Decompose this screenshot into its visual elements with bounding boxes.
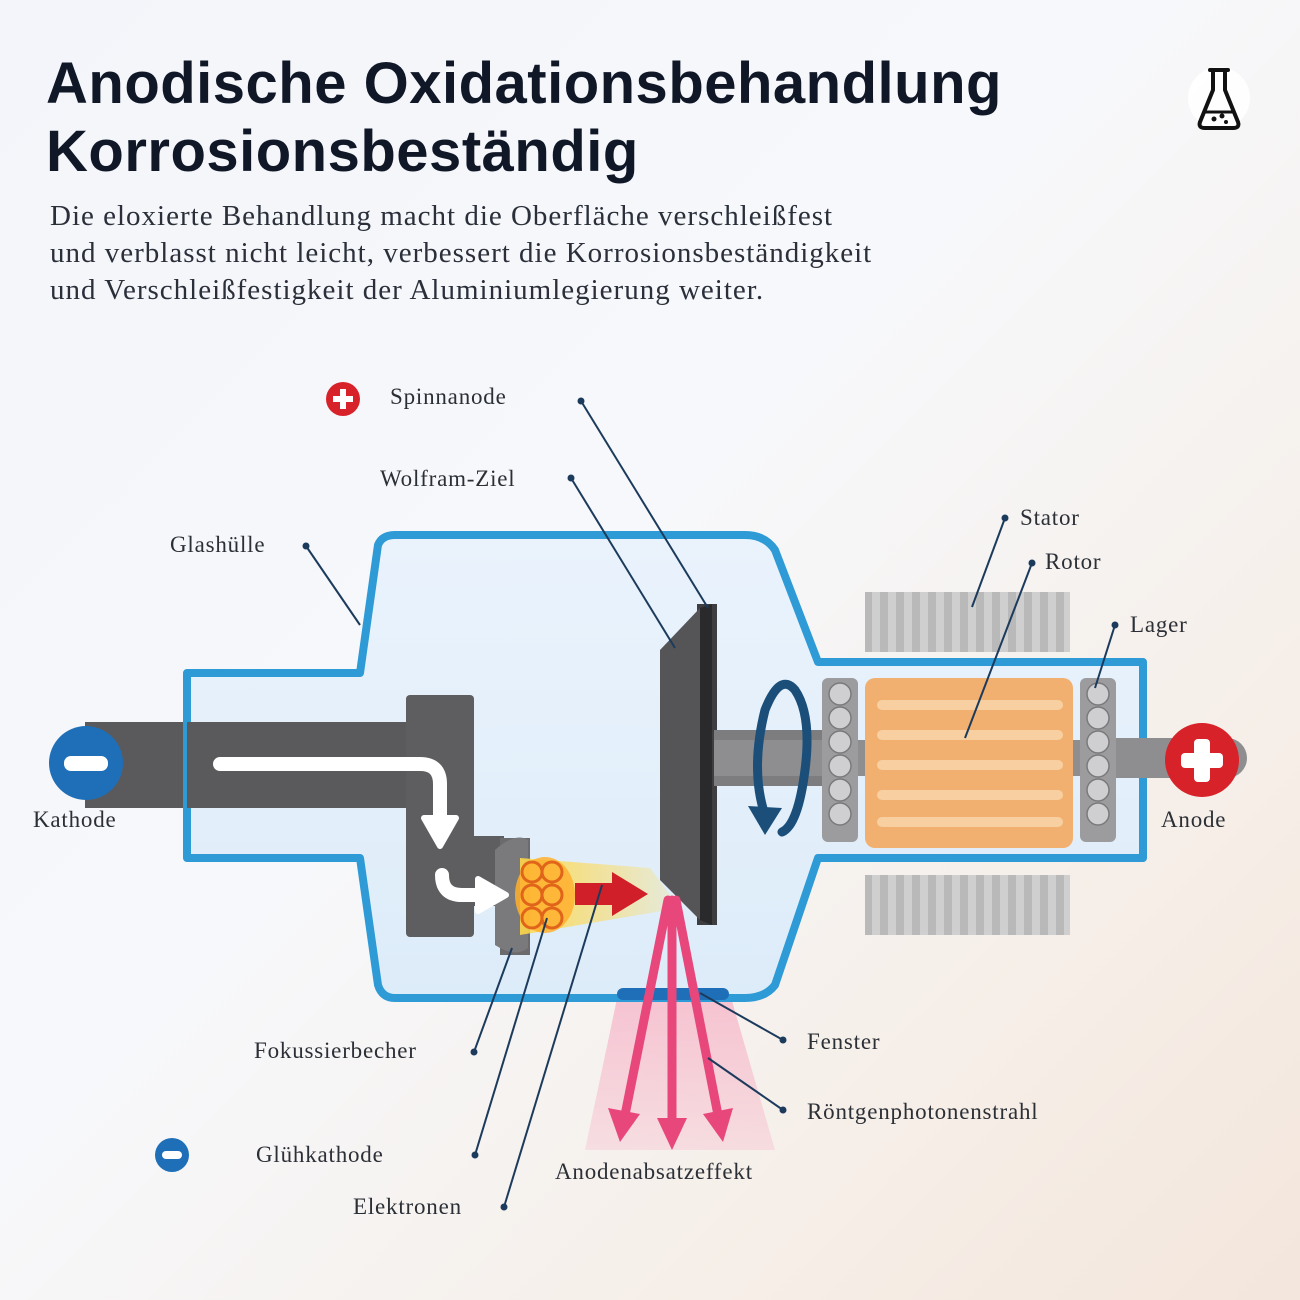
minus-icon [155, 1138, 189, 1172]
label-wolfram-ziel: Wolfram-Ziel [380, 466, 515, 491]
label-fokussierbecher: Fokussierbecher [254, 1038, 417, 1063]
stator-top [865, 592, 1070, 652]
label-elektronen: Elektronen [353, 1194, 462, 1219]
label-glashuelle: Glashülle [170, 532, 265, 557]
title-line-1: Anodische Oxidationsbehandlung [46, 51, 1002, 116]
label-roentgenphotonenstrahl: Röntgenphotonenstrahl [807, 1099, 1038, 1124]
description: Die eloxierte Behandlung macht die Oberf… [50, 198, 1170, 309]
bearing-left [822, 678, 858, 842]
filament-coil [520, 860, 564, 930]
stator-bottom [865, 875, 1070, 935]
xray-photon-arrows [620, 895, 723, 1130]
label-anode: Anode [1161, 807, 1226, 832]
flow-arrow-icon [213, 757, 447, 827]
label-anodenabsatzeffekt: Anodenabsatzeffekt [555, 1159, 753, 1184]
label-spinnanode: Spinnanode [390, 384, 507, 409]
page-title: Anodische Oxidationsbehandlung Korrosion… [46, 50, 1002, 186]
label-lager: Lager [1130, 612, 1188, 637]
leader-lines [305, 400, 1116, 1208]
description-line-1: Die eloxierte Behandlung macht die Oberf… [50, 200, 834, 232]
electron-arrow-icon [612, 872, 648, 916]
rotation-arrow-icon [753, 679, 812, 837]
flask-icon [1188, 67, 1250, 130]
bearing-right [1080, 678, 1116, 842]
description-line-2: und verblasst nicht leicht, verbessert d… [50, 237, 873, 269]
label-kathode: Kathode [33, 807, 117, 832]
label-stator: Stator [1020, 505, 1080, 530]
label-rotor: Rotor [1045, 549, 1101, 574]
cathode-terminal [49, 726, 123, 800]
label-fenster: Fenster [807, 1029, 880, 1054]
anode-terminal [1165, 723, 1239, 797]
title-line-2: Korrosionsbeständig [46, 119, 639, 184]
tungsten-target [660, 608, 700, 920]
description-line-3: und Verschleißfestigkeit der Aluminiumle… [50, 274, 765, 306]
plus-icon [326, 382, 360, 416]
label-gluehkathode: Glühkathode [256, 1142, 384, 1167]
